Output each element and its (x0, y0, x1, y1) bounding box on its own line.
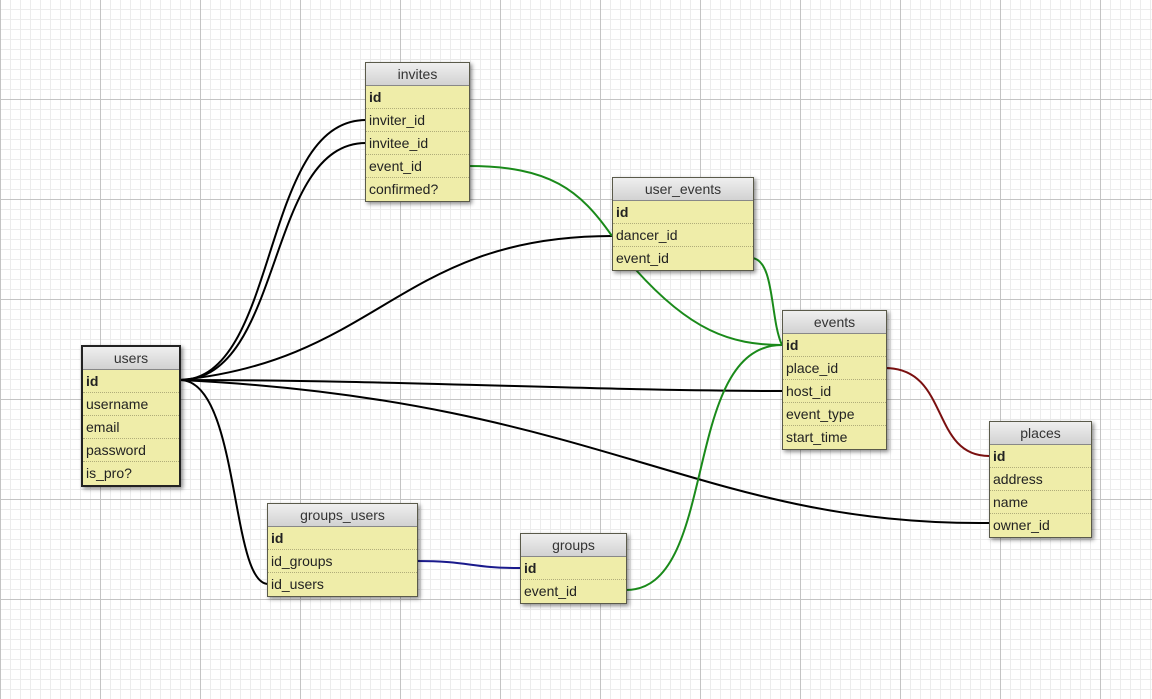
table-events[interactable]: events id place_id host_id event_type st… (782, 310, 887, 450)
field-row[interactable]: event_id (366, 155, 469, 178)
link-users-invites-inviter[interactable] (179, 119, 367, 381)
field-row[interactable]: confirmed? (369, 181, 439, 197)
field-row[interactable]: id (268, 527, 417, 550)
field-row[interactable]: username (83, 393, 179, 416)
table-title: places (990, 422, 1091, 445)
table-title: groups_users (268, 504, 417, 527)
field-row[interactable]: dancer_id (613, 224, 753, 247)
table-title: user_events (613, 178, 753, 201)
table-title: invites (366, 63, 469, 86)
field-row[interactable]: is_pro? (86, 465, 132, 481)
link-users-groups-users[interactable] (179, 379, 269, 585)
link-invites-user-events[interactable] (467, 165, 613, 237)
table-places[interactable]: places id address name owner_id (989, 421, 1092, 538)
field-row[interactable]: password (83, 439, 179, 462)
link-users-invites-invitee[interactable] (179, 142, 367, 381)
field-row[interactable]: address (990, 468, 1091, 491)
table-groups[interactable]: groups id event_id (520, 533, 627, 604)
table-user-events[interactable]: user_events id dancer_id event_id (612, 177, 754, 271)
link-events-places[interactable] (884, 367, 990, 457)
link-users-user-events-dancer[interactable] (179, 235, 613, 381)
table-title: users (83, 347, 179, 370)
field-row[interactable]: id (83, 370, 179, 393)
table-groups-users[interactable]: groups_users id id_groups id_users (267, 503, 418, 597)
link-groups-users-groups[interactable] (415, 560, 521, 569)
field-row[interactable]: name (990, 491, 1091, 514)
field-row[interactable]: place_id (783, 357, 886, 380)
field-row[interactable]: host_id (783, 380, 886, 403)
field-row[interactable]: id (613, 201, 753, 224)
link-user-events-events-b[interactable] (751, 257, 783, 346)
field-row[interactable]: id (521, 557, 626, 580)
field-row[interactable]: id_groups (268, 550, 417, 573)
field-row[interactable]: email (83, 416, 179, 439)
field-row[interactable]: id (366, 86, 469, 109)
field-row[interactable]: event_type (783, 403, 886, 426)
link-user-events-events-a[interactable] (635, 269, 783, 346)
table-users[interactable]: users id username email password is_pro? (81, 345, 181, 487)
table-title: groups (521, 534, 626, 557)
field-row[interactable]: owner_id (993, 517, 1050, 533)
field-row[interactable]: id (990, 445, 1091, 468)
field-row[interactable]: inviter_id (366, 109, 469, 132)
field-row[interactable]: id (783, 334, 886, 357)
table-title: events (783, 311, 886, 334)
field-row[interactable]: event_id (524, 583, 577, 599)
table-invites[interactable]: invites id inviter_id invitee_id event_i… (365, 62, 470, 202)
field-row[interactable]: id_users (271, 576, 324, 592)
link-users-events-host[interactable] (179, 379, 783, 392)
field-row[interactable]: start_time (786, 429, 848, 445)
field-row[interactable]: invitee_id (366, 132, 469, 155)
field-row[interactable]: event_id (616, 250, 669, 266)
link-groups-events[interactable] (625, 344, 783, 591)
